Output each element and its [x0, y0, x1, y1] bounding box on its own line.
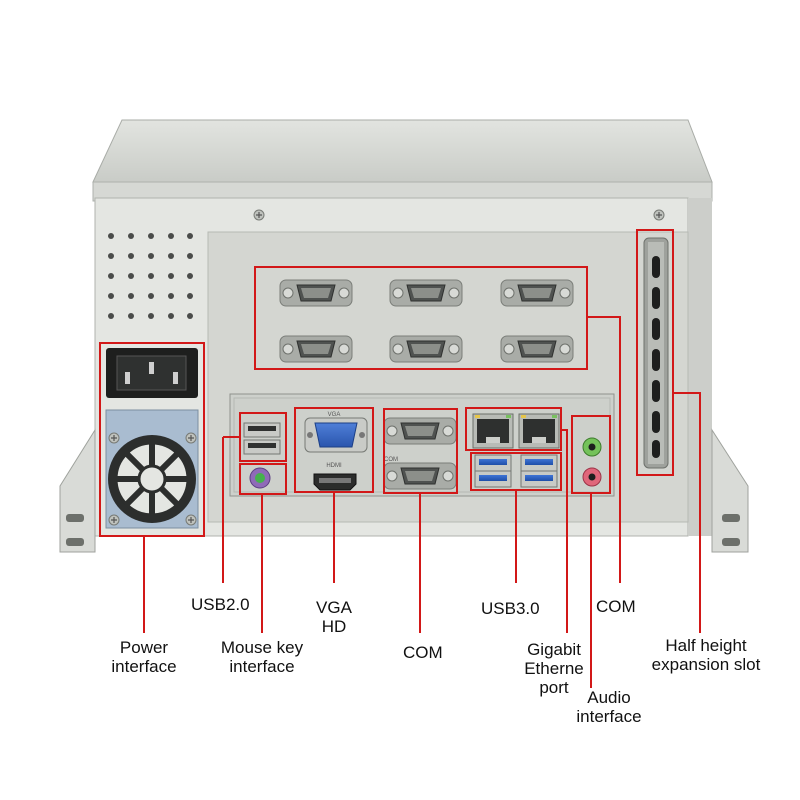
power-interface-label: Power interface	[97, 638, 191, 676]
com-bottom-label: COM	[403, 643, 443, 662]
half-height-expansion-slot-label-line-2: expansion slot	[651, 655, 761, 674]
gigabit-ethernet-port-label-line-2: Etherne	[524, 659, 584, 678]
mouse-key-interface-label-line-2: interface	[229, 657, 295, 676]
hdmi-port	[313, 473, 357, 491]
psu-fan	[105, 409, 199, 529]
vga-marking: VGA	[328, 412, 341, 418]
audio-interface-label-line-2: interface	[576, 707, 642, 726]
audio-interface-label-line-1: Audio	[587, 688, 631, 707]
audio-jacks	[582, 437, 602, 487]
mouse-key-interface-label-line-1: Mouse key	[220, 638, 304, 657]
gigabit-ethernet-port-label: Gigabit Etherne port	[514, 640, 594, 697]
usb2-label: USB2.0	[191, 595, 250, 614]
com-right-label: COM	[596, 597, 636, 616]
half-height-expansion-slot-label-line-1: Half height	[665, 636, 747, 655]
gigabit-ethernet-port-label-line-3: port	[539, 678, 569, 697]
vga-hd-label-line-2: HD	[321, 617, 347, 636]
power-interface-label-line-1: Power	[119, 638, 169, 657]
usb3-label: USB3.0	[481, 599, 540, 618]
vga-hd-label-line-1: VGA	[316, 598, 352, 617]
com-marking: COM	[384, 457, 398, 463]
hdmi-marking: HDMI	[326, 463, 342, 469]
half-height-expansion-slot-label: Half height expansion slot	[636, 636, 776, 674]
gigabit-ethernet-port-label-line-1: Gigabit	[527, 640, 581, 659]
vga-port	[304, 417, 368, 453]
ps2-port	[249, 467, 271, 489]
power-socket	[106, 348, 198, 398]
callout-lines	[143, 316, 701, 688]
vga-hd-label: VGA HD	[314, 598, 354, 636]
vent-grid	[108, 233, 193, 319]
mouse-key-interface-label: Mouse key interface	[207, 638, 317, 676]
power-interface-label-line-2: interface	[111, 657, 177, 676]
audio-interface-label: Audio interface	[566, 688, 652, 726]
expansion-slot	[643, 237, 669, 469]
